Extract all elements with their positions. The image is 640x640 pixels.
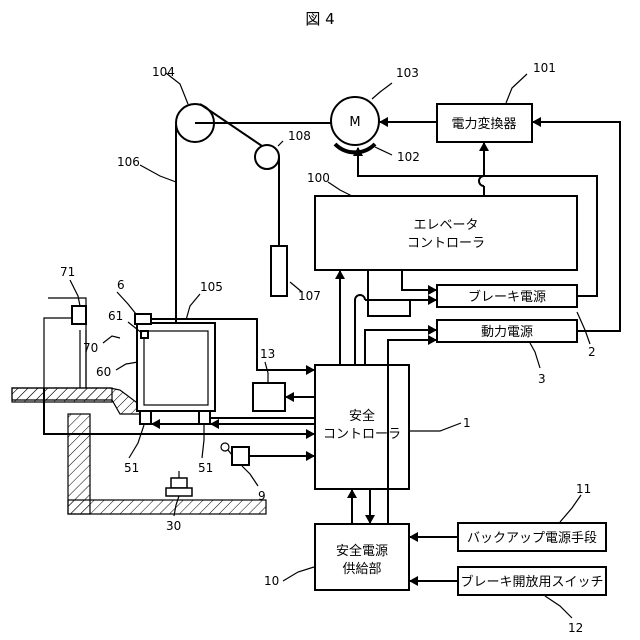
deflector-sheave-108 xyxy=(255,145,279,169)
ref-10: 10 xyxy=(264,574,279,588)
ref-30: 30 xyxy=(166,519,181,533)
safety-power-label-1: 安全電源 xyxy=(336,543,388,559)
brake-power-label: ブレーキ電源 xyxy=(468,289,546,305)
sensor-6 xyxy=(135,314,151,324)
device-13-box xyxy=(253,383,285,411)
backup-power-label: バックアップ電源手段 xyxy=(467,531,597,546)
elevator-controller-box xyxy=(315,196,577,270)
safety-controller-label-2: コントローラ xyxy=(323,427,401,442)
ref-104: 104 xyxy=(152,65,175,79)
pit-floor xyxy=(68,500,266,514)
ref-11: 11 xyxy=(576,482,591,496)
ref-13: 13 xyxy=(260,347,275,361)
ref-102: 102 xyxy=(397,150,420,164)
ref-70: 70 xyxy=(83,341,98,355)
ref-1: 1 xyxy=(463,416,471,430)
ref-2: 2 xyxy=(588,345,596,359)
ref-61: 61 xyxy=(108,309,123,323)
pit-wall xyxy=(68,414,90,514)
door-switch-71 xyxy=(72,306,86,324)
ref-107: 107 xyxy=(298,289,321,303)
counterweight-107 xyxy=(271,246,287,296)
ref-60: 60 xyxy=(96,365,111,379)
ref-3: 3 xyxy=(538,372,546,386)
ref-51-left: 51 xyxy=(124,461,139,475)
landing-slab xyxy=(12,388,112,402)
power-converter-label: 電力変換器 xyxy=(451,116,516,132)
buffer-30 xyxy=(166,471,192,496)
motor-label: M xyxy=(349,115,360,130)
ref-103: 103 xyxy=(396,66,419,80)
elevator-controller-label-2: コントローラ xyxy=(407,236,485,251)
safety-controller-label-1: 安全 xyxy=(349,408,375,424)
ref-108: 108 xyxy=(288,129,311,143)
ref-6: 6 xyxy=(117,278,125,292)
switch-61 xyxy=(141,331,148,338)
ref-51-right: 51 xyxy=(198,461,213,475)
ref-100: 100 xyxy=(307,171,330,185)
sensor-51-left xyxy=(140,411,151,424)
brake-release-switch-label: ブレーキ開放用スイッチ xyxy=(460,574,603,590)
drive-power-label: 動力電源 xyxy=(481,325,533,340)
ref-9: 9 xyxy=(258,489,266,503)
ref-106: 106 xyxy=(117,155,140,169)
ref-12: 12 xyxy=(568,621,583,635)
ref-105: 105 xyxy=(200,280,223,294)
sensor-51-right xyxy=(199,411,210,424)
elevator-controller-label-1: エレベータ xyxy=(413,218,478,233)
ref-71: 71 xyxy=(60,265,75,279)
door-frame xyxy=(44,318,76,388)
ref-101: 101 xyxy=(533,61,556,75)
figure-title: 図 4 xyxy=(305,10,334,28)
sensor-9-lamp xyxy=(221,443,229,451)
sensor-9 xyxy=(232,447,249,465)
safety-power-label-2: 供給部 xyxy=(342,562,381,577)
rope-to-deflector xyxy=(200,104,262,146)
